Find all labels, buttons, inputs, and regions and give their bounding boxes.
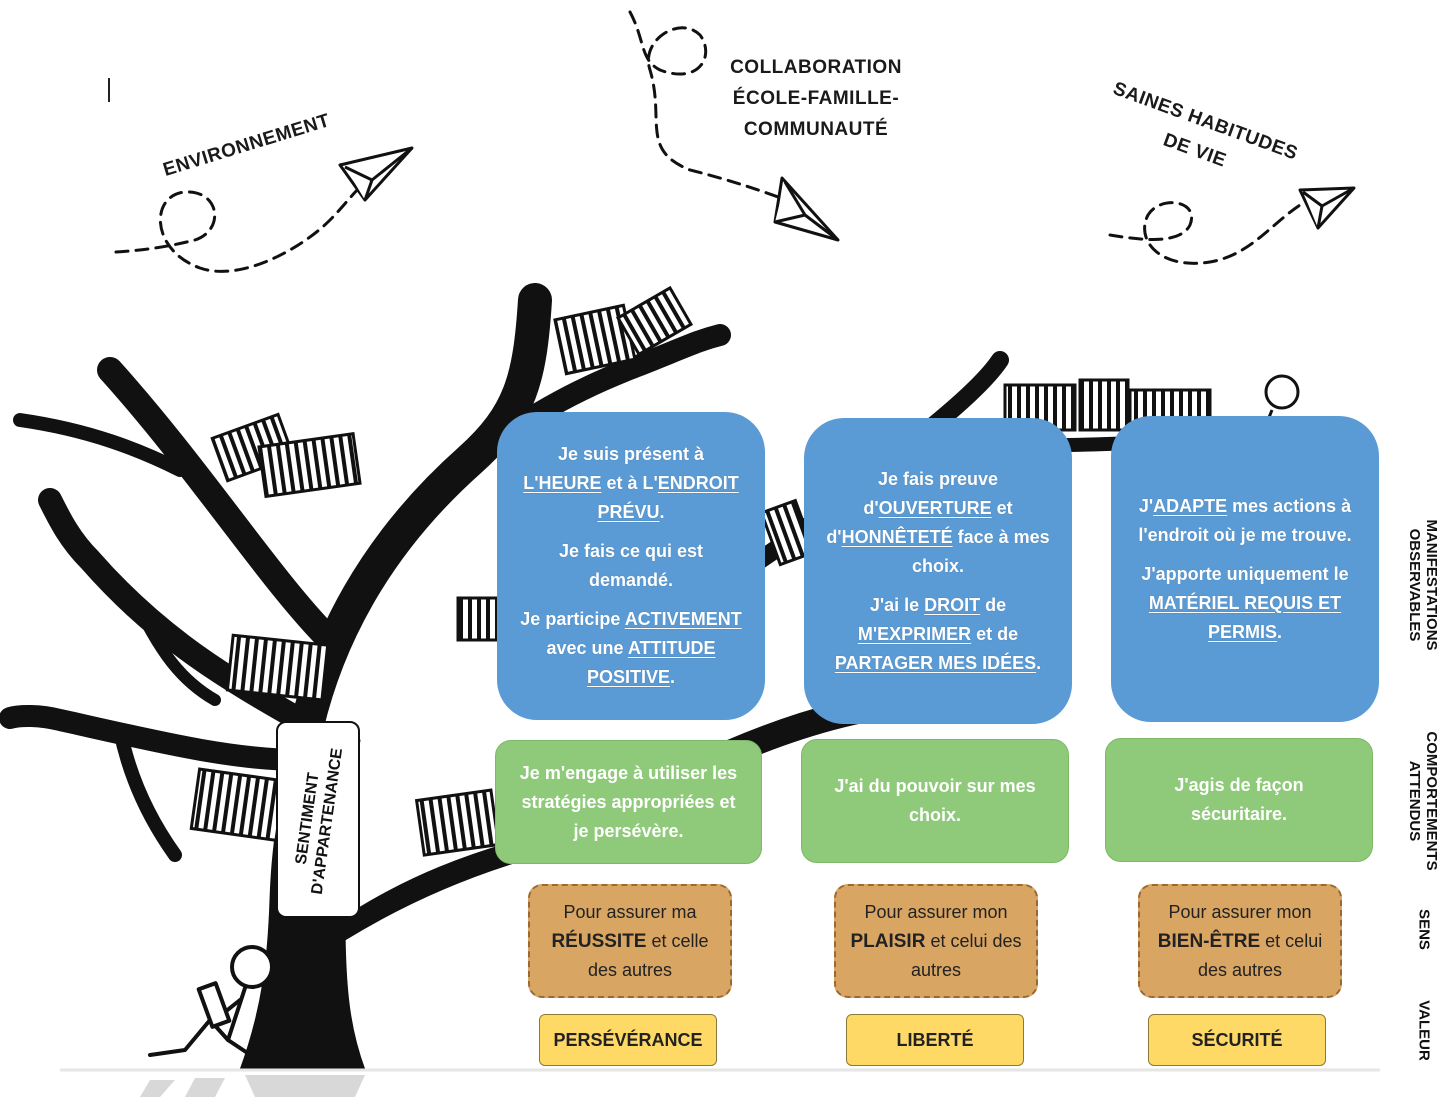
meaning-line: PLAISIR et celui des autres [846,927,1026,985]
manifestation-fragment: . [1277,621,1283,642]
manifestation-text: Je fais preuve d'OUVERTURE et d'HONNÊTET… [826,465,1050,581]
meaning-keyword: PLAISIR [850,930,926,952]
manifestation-keyword: PARTAGER MES IDÉES [834,652,1037,673]
manifestations-box-perseverance: Je suis présent à L'HEURE et à L'ENDROIT… [497,412,765,720]
manifestation-keyword: L'HEURE [523,473,602,493]
manifestation-text: Je suis présent à L'HEURE et à L'ENDROIT… [519,440,743,527]
belonging-label: SENTIMENT D'APPARTENANCE [276,721,360,918]
manifestation-fragment: Je fais ce qui est demandé. [558,541,704,590]
behavior-box-perseverance: Je m'engage à utiliser les stratégies ap… [495,740,762,864]
manifestation-keyword: OUVERTURE [878,497,992,518]
text-cursor [108,78,110,102]
row-label-line: MANIFESTATIONS [1423,519,1440,651]
manifestation-keyword: MATÉRIEL REQUIS ET PERMIS [1148,592,1342,642]
reading-person-icon [148,945,274,1060]
meaning-prefix: Pour assurer mon [864,901,1008,922]
meaning-keyword: BIEN-ÊTRE [1157,930,1261,952]
meaning-prefix: Pour assurer mon [1168,901,1312,922]
meaning-suffix: et celui des autres [910,930,1022,980]
row-label-manifestations: MANIFESTATIONS OBSERVABLES [1406,515,1440,655]
row-label-line: OBSERVABLES [1406,528,1423,642]
manifestation-fragment: J'ai le [869,594,925,615]
manifestation-fragment: Je participe [520,609,625,629]
manifestation-text: J'ai le DROIT de M'EXPRIMER et de PARTAG… [826,591,1050,678]
ground-reflection [140,1075,365,1097]
manifestation-keyword: DROIT [924,594,981,615]
value-perseverance: PERSÉVÉRANCE [539,1014,717,1066]
meaning-suffix: et celle des autres [587,930,709,980]
manifestation-keyword: ACTIVEMENT [624,609,742,629]
manifestation-text: J'ADAPTE mes actions à l'endroit où je m… [1133,492,1357,550]
manifestation-fragment: J' [1138,495,1154,516]
meaning-box-perseverance: Pour assurer ma RÉUSSITE et celle des aut… [528,884,732,998]
row-label-sens: SENS [1415,909,1433,950]
meaning-line: RÉUSSITE et celle des autres [540,927,720,985]
behavior-box-securite: J'agis de façon sécuritaire. [1105,738,1373,862]
manifestation-fragment: . [1036,652,1042,673]
manifestation-fragment: J'apporte uniquement le [1141,563,1349,584]
manifestation-keyword: ENDROIT PRÉVU [597,473,739,522]
row-label-valeur: VALEUR [1415,1000,1433,1061]
row-label-comportements: COMPORTEMENTS ATTENDUS [1406,728,1440,874]
manifestation-fragment: et d' [826,497,1013,547]
manifestations-box-liberte: Je fais preuve d'OUVERTURE et d'HONNÊTET… [804,418,1072,724]
meaning-keyword: RÉUSSITE [551,930,647,952]
theme-collaboration-line: COMMUNAUTÉ [743,119,889,140]
manifestation-fragment: mes actions à l'endroit où je me trouve. [1138,495,1352,545]
meaning-line: BIEN-ÊTRE et celui des autres [1150,927,1330,985]
manifestation-keyword: ADAPTE [1153,495,1228,516]
row-label-line: COMPORTEMENTS [1423,731,1440,871]
theme-collaboration-line: COLLABORATION [730,57,902,78]
manifestation-fragment: de [980,594,1007,615]
value-securite: SÉCURITÉ [1148,1014,1326,1066]
meaning-suffix: et celui des autres [1197,930,1323,980]
manifestation-fragment: . [670,667,676,687]
manifestation-fragment: Je fais preuve d' [863,468,999,518]
manifestation-fragment: et à L' [601,473,658,493]
manifestation-keyword: ATTITUDE POSITIVE [586,638,716,687]
value-liberte: LIBERTÉ [846,1014,1024,1066]
manifestation-text: J'apporte uniquement le MATÉRIEL REQUIS … [1133,560,1357,647]
manifestations-box-securite: J'ADAPTE mes actions à l'endroit où je m… [1111,416,1379,722]
manifestation-text: Je participe ACTIVEMENT avec une ATTITUD… [519,605,743,692]
paper-plane-icon [338,146,1356,242]
manifestation-text: Je fais ce qui est demandé. [519,537,743,595]
manifestation-fragment: face à mes choix. [911,526,1050,576]
manifestation-keyword: HONNÊTETÉ [841,526,953,547]
theme-collaboration-line: ÉCOLE-FAMILLE- [732,88,900,109]
meaning-prefix: Pour assurer ma [563,901,697,922]
manifestation-fragment: et de [971,623,1019,644]
behavior-box-liberte: J'ai du pouvoir sur mes choix. [801,739,1069,863]
book-stack-icon [189,285,1212,857]
manifestation-keyword: M'EXPRIMER [857,623,972,644]
paper-plane-trails [114,10,1302,273]
manifestation-fragment: Je suis présent à [557,444,705,464]
theme-collaboration: COLLABORATION ÉCOLE-FAMILLE- COMMUNAUTÉ [716,52,916,145]
manifestation-fragment: avec une [546,638,628,658]
row-label-line: ATTENDUS [1406,760,1423,842]
manifestation-fragment: . [659,502,665,522]
